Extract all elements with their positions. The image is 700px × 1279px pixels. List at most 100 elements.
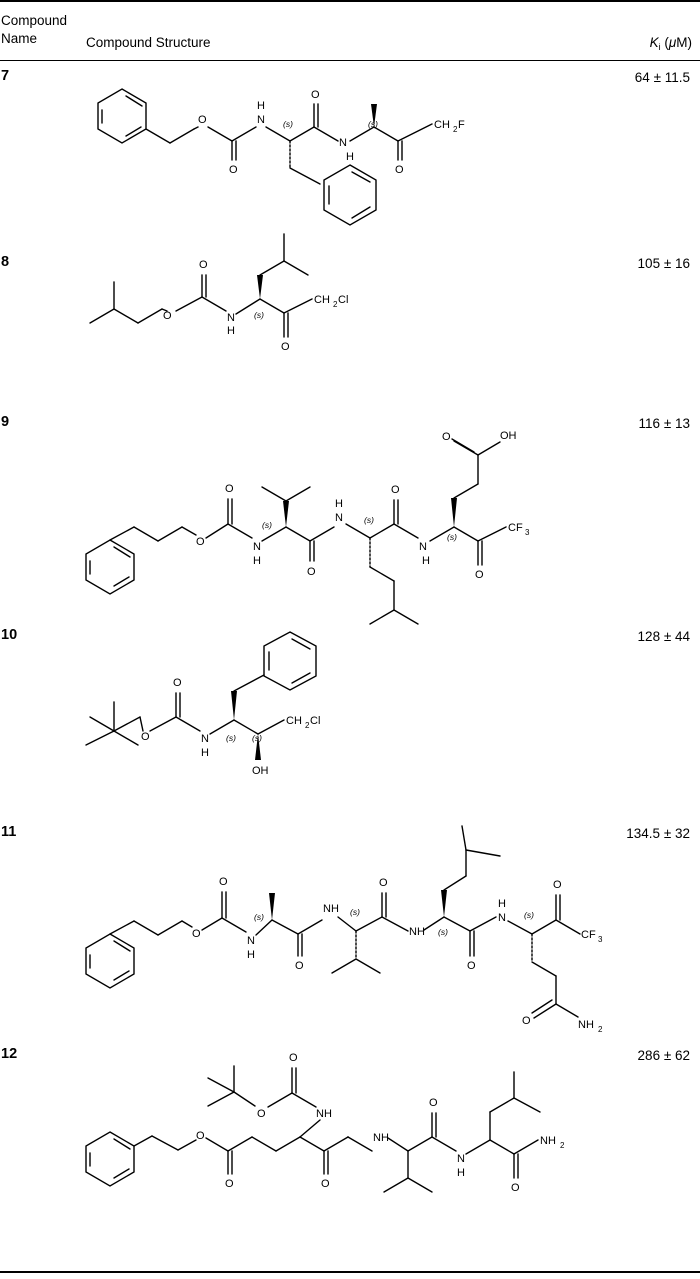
- svg-text:N: N: [253, 541, 261, 553]
- compound-11-structure: O O NH (s) O NH (s) O NH (s) O NH (s) O …: [85, 825, 603, 1034]
- svg-text:O: O: [391, 484, 400, 496]
- svg-text:O: O: [442, 431, 451, 443]
- svg-text:O: O: [321, 1178, 330, 1190]
- ki-value: 286 ± 62: [637, 1048, 690, 1063]
- svg-text:2: 2: [333, 300, 338, 309]
- svg-text:(s): (s): [252, 733, 262, 743]
- svg-text:N: N: [247, 935, 255, 947]
- svg-text:H: H: [422, 555, 430, 567]
- svg-text:O: O: [395, 164, 404, 176]
- svg-text:O: O: [379, 877, 388, 889]
- svg-text:O: O: [225, 1178, 234, 1190]
- svg-text:O: O: [281, 341, 290, 353]
- svg-text:CH: CH: [434, 119, 450, 131]
- svg-text:(s): (s): [350, 907, 360, 917]
- svg-text:(s): (s): [254, 310, 264, 320]
- ki-value: 105 ± 16: [637, 256, 690, 271]
- svg-text:(s): (s): [438, 927, 448, 937]
- svg-text:NH: NH: [540, 1135, 556, 1147]
- svg-text:Cl: Cl: [310, 715, 320, 727]
- svg-text:O: O: [163, 310, 172, 322]
- svg-text:NH: NH: [373, 1132, 389, 1144]
- compound-12-structure: O O NH O O O NH O NH O NH 2: [85, 1052, 565, 1194]
- svg-text:O: O: [257, 1108, 266, 1120]
- svg-text:O: O: [553, 879, 562, 891]
- svg-text:O: O: [307, 566, 316, 578]
- svg-text:3: 3: [598, 935, 603, 944]
- svg-text:N: N: [201, 733, 209, 745]
- svg-text:O: O: [199, 259, 208, 271]
- svg-text:O: O: [511, 1182, 520, 1194]
- svg-text:2: 2: [598, 1025, 603, 1034]
- svg-text:OH: OH: [252, 765, 269, 777]
- column-header-name: Compound Name: [1, 13, 68, 46]
- svg-text:H: H: [257, 100, 265, 112]
- svg-text:2: 2: [560, 1141, 565, 1150]
- svg-text:H: H: [335, 498, 343, 510]
- svg-text:N: N: [227, 312, 235, 324]
- svg-text:N: N: [457, 1153, 465, 1165]
- svg-text:N: N: [257, 114, 265, 126]
- svg-text:(s): (s): [524, 910, 534, 920]
- svg-text:O: O: [192, 928, 201, 940]
- svg-text:H: H: [247, 949, 255, 961]
- svg-text:O: O: [289, 1052, 298, 1064]
- svg-text:O: O: [225, 483, 234, 495]
- svg-text:NH: NH: [578, 1019, 594, 1031]
- svg-text:O: O: [467, 960, 476, 972]
- ki-value: 64 ± 11.5: [634, 70, 690, 85]
- svg-text:O: O: [219, 876, 228, 888]
- compound-id: 12: [1, 1046, 18, 1062]
- svg-text:N: N: [498, 912, 506, 924]
- svg-text:O: O: [196, 536, 205, 548]
- svg-text:H: H: [227, 325, 235, 337]
- column-header-structure: Compound Structure: [86, 35, 211, 50]
- compound-id: 11: [1, 824, 17, 840]
- svg-text:CH: CH: [286, 715, 302, 727]
- svg-text:O: O: [141, 731, 150, 743]
- svg-text:O: O: [229, 164, 238, 176]
- svg-text:F: F: [458, 119, 465, 131]
- svg-text:O: O: [429, 1097, 438, 1109]
- svg-text:O: O: [311, 89, 320, 101]
- svg-text:N: N: [339, 137, 347, 149]
- svg-text:H: H: [201, 747, 209, 759]
- header-rule: [0, 60, 700, 61]
- svg-text:OH: OH: [500, 430, 517, 442]
- svg-text:3: 3: [525, 528, 530, 537]
- svg-text:(s): (s): [254, 912, 264, 922]
- compound-id: 9: [1, 414, 10, 430]
- svg-text:2: 2: [305, 721, 310, 730]
- top-rule: [0, 0, 700, 2]
- svg-text:O: O: [196, 1130, 205, 1142]
- ki-value: 128 ± 44: [637, 629, 690, 644]
- svg-text:H: H: [498, 898, 506, 910]
- compound-id: 10: [1, 627, 18, 643]
- svg-text:NH: NH: [323, 903, 339, 915]
- svg-text:N: N: [419, 541, 427, 553]
- column-header-ki: Ki (μM): [649, 35, 692, 52]
- svg-text:O: O: [295, 960, 304, 972]
- svg-text:NH: NH: [316, 1108, 332, 1120]
- svg-text:(s): (s): [368, 119, 378, 129]
- svg-text:Cl: Cl: [338, 294, 348, 306]
- svg-text:O: O: [173, 677, 182, 689]
- svg-text:(s): (s): [226, 733, 236, 743]
- bottom-rule: [0, 1271, 700, 1273]
- svg-text:NH: NH: [409, 926, 425, 938]
- svg-text:(s): (s): [447, 532, 457, 542]
- svg-text:(s): (s): [364, 515, 374, 525]
- svg-text:CF: CF: [508, 522, 523, 534]
- svg-text:O: O: [475, 569, 484, 581]
- compound-id: 8: [1, 254, 10, 270]
- svg-text:N: N: [335, 512, 343, 524]
- svg-text:O: O: [522, 1015, 531, 1027]
- svg-text:O: O: [198, 114, 207, 126]
- svg-text:(s): (s): [283, 119, 293, 129]
- svg-text:H: H: [457, 1167, 465, 1179]
- svg-text:(s): (s): [262, 520, 272, 530]
